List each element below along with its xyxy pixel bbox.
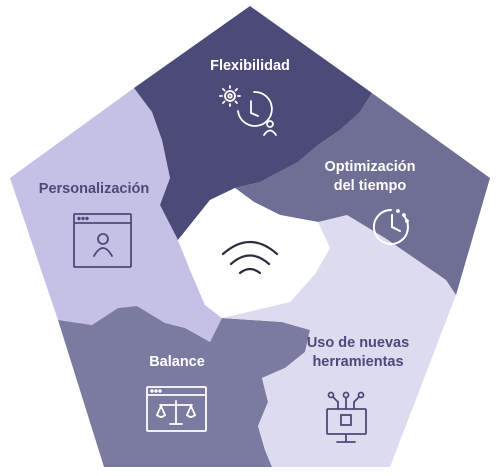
profile-window-icon [73,213,132,268]
scale-window-icon [146,386,207,432]
label-optimizacion: Optimización del tiempo [310,158,430,196]
label-balance-line-1: Balance [149,354,205,370]
segment-optimizacion [235,93,490,295]
segment-flexibilidad [134,6,372,240]
label-balance: Balance [127,353,227,372]
label-personalizacion: Personalización [24,180,164,199]
clock-icon [372,209,409,245]
label-flexibilidad-line-1: Flexibilidad [210,58,290,74]
monitor-circuit-icon [326,391,367,443]
segment-nuevas-herramientas [222,215,456,467]
label-optimizacion-line-2: del tiempo [333,178,407,194]
label-nuevas-herramientas: Uso de nuevas herramientas [293,334,423,372]
label-nuevas-herramientas-line-2: herramientas [312,354,404,370]
gear-clock-person-icon [219,85,277,136]
segment-personalizacion [10,88,222,342]
label-nuevas-herramientas-line-1: Uso de nuevas [306,335,410,351]
label-optimizacion-line-1: Optimización [324,159,416,175]
label-personalizacion-line-1: Personalización [38,181,150,197]
wifi-signal-icon [221,241,279,275]
center-area [178,188,330,318]
label-flexibilidad: Flexibilidad [190,57,310,76]
